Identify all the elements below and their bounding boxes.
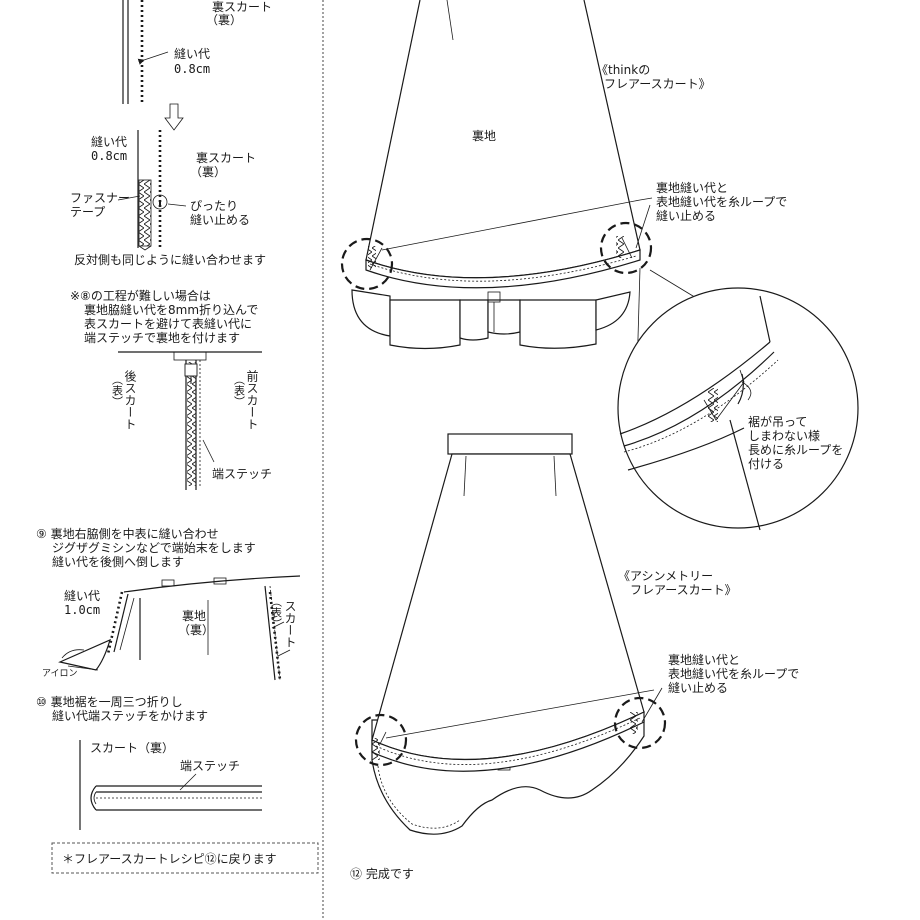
note-line-4: 端ステッチで裏地を付けます: [84, 330, 240, 345]
step9-line-1: ⑨ 裏地右脇側を中表に縫い合わせ: [36, 526, 219, 541]
lining-side-label: （裏）: [178, 622, 214, 637]
lining-skirt-side-label-2: （裏）: [190, 164, 226, 179]
zoom-detail: [617, 267, 859, 531]
callout-3: 縫い止める: [656, 208, 716, 223]
same-both-sides-text: 反対側も同じように縫い合わせます: [74, 252, 266, 267]
callout2-1: 裏地縫い代と: [668, 652, 740, 667]
footer-note-box: [51, 842, 319, 874]
asym-title-1: 《アシンメトリー: [618, 569, 713, 583]
lining-label-right: 裏地: [472, 128, 496, 143]
stop-label-2: 縫い止める: [190, 212, 250, 227]
seam-value-2: 0.8cm: [91, 149, 127, 163]
zoom-note-1: 裾が吊って: [748, 414, 807, 429]
callout-2: 表地縫い代を糸ループで: [656, 194, 787, 209]
lining-skirt-side-label: （裏）: [206, 12, 242, 27]
front-skirt-label: 前スカート: [245, 369, 259, 430]
zoom-note-2: しまわない様: [748, 429, 820, 443]
zoom-note-4: 付ける: [748, 457, 784, 471]
asym-title-2: フレアースカート》: [630, 583, 737, 597]
fastener-seam-diagram: [117, 130, 187, 251]
zipper-diagram: [118, 351, 262, 490]
front-skirt-side: （表）: [233, 374, 246, 407]
edge-stitch-label: 端ステッチ: [212, 467, 272, 481]
fastener-tape-label-1: ファスナー: [70, 191, 130, 205]
note-line-3: 表スカートを避けて表縫い代に: [84, 316, 252, 331]
fastener-tape-label-2: テープ: [70, 205, 105, 219]
callout2-3: 縫い止める: [668, 680, 728, 695]
edge-stitch-label-2: 端ステッチ: [180, 759, 240, 773]
back-skirt-side: （表）: [111, 374, 124, 407]
think-skirt-illustration: [340, 0, 653, 350]
top-seam-diagram: [122, 0, 169, 104]
lining-side-seam-diagram: [106, 575, 301, 681]
back-skirt-label: 後スカート: [123, 370, 137, 430]
step10-line-1: ⑩ 裏地裾を一周三つ折りし: [36, 694, 183, 709]
asymmetric-skirt-illustration: [354, 433, 667, 835]
iron-icon: [58, 638, 111, 671]
iron-label: アイロン: [42, 669, 78, 679]
zoom-note-3: 長めに糸ループを: [748, 443, 843, 457]
step10-line-2: 縫い代端ステッチをかけます: [52, 708, 208, 723]
outer-side-label: （表）: [270, 596, 283, 629]
step9-line-2: ジグザグミシンなどで端始末をします: [52, 541, 256, 555]
footer-note-text: ＊フレアースカートレシピ⑫に戻ります: [62, 852, 277, 866]
skirt-back-label: スカート（裏）: [90, 740, 174, 755]
seam-value-3: 1.0cm: [64, 603, 100, 617]
think-title-2: フレアースカート》: [604, 77, 711, 91]
callout2-2: 表地縫い代を糸ループで: [668, 666, 799, 681]
seam-value: 0.8cm: [174, 62, 210, 76]
hem-fold-diagram: [79, 740, 262, 830]
stop-label-1: ぴったり: [190, 199, 238, 213]
outer-skirt-label: スカート: [283, 600, 297, 648]
done-text: ⑫ 完成です: [350, 866, 414, 881]
note-line-1: ※⑧の工程が難しい場合は: [70, 288, 211, 303]
lining-label: 裏地: [182, 608, 206, 623]
think-title-1: 《thinkの: [596, 63, 650, 77]
lining-skirt-label-2: 裏スカート: [196, 150, 256, 165]
lining-skirt-label: 裏スカート: [212, 0, 272, 14]
callout-1: 裏地縫い代と: [656, 180, 728, 195]
seam-label-3: 縫い代: [64, 588, 100, 603]
seam-label: 縫い代: [174, 46, 210, 61]
note-line-2: 裏地脇縫い代を8mm折り込んで: [84, 302, 258, 317]
down-arrow-icon: [164, 103, 184, 131]
seam-label-2: 縫い代: [91, 134, 127, 149]
step9-line-3: 縫い代を後側へ倒します: [52, 554, 184, 569]
